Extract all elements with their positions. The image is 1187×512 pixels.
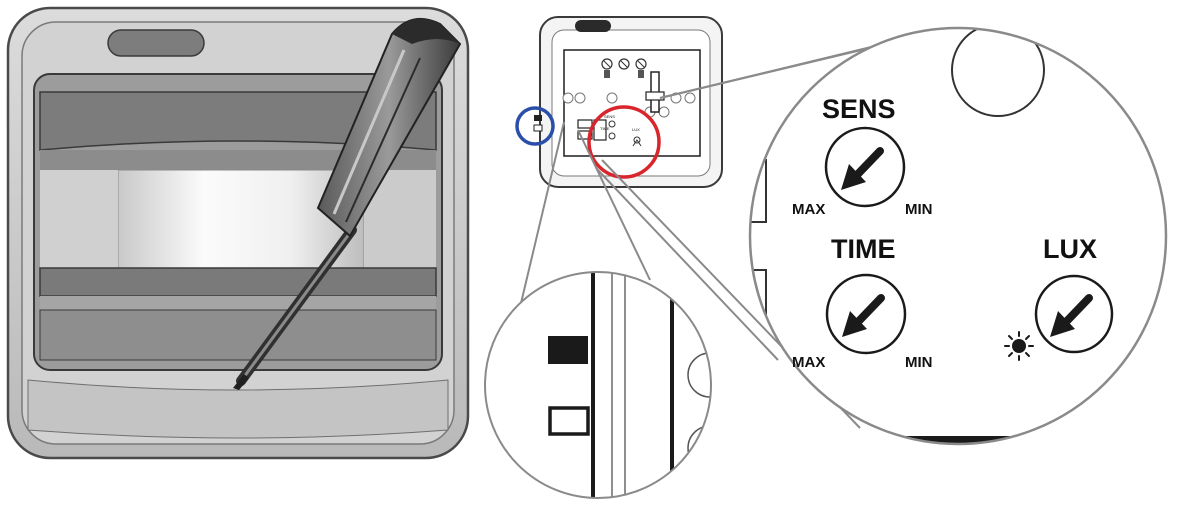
knob-zoom-view: SENS TIME LUX MAX MIN MAX MIN bbox=[748, 26, 1168, 446]
time-min-label: MIN bbox=[905, 354, 933, 371]
switch-highlight-marker bbox=[515, 106, 555, 146]
screwdriver-icon bbox=[233, 17, 462, 390]
lux-knob bbox=[1034, 274, 1114, 354]
housing-top-slot bbox=[107, 29, 205, 57]
sens-label: SENS bbox=[822, 94, 896, 124]
lux-label: LUX bbox=[1043, 234, 1097, 264]
board-label-lux: LUX bbox=[632, 127, 640, 132]
board-label-sens: SENS bbox=[604, 114, 615, 119]
switch-zoom-view bbox=[484, 271, 712, 499]
sensor-housing bbox=[6, 6, 470, 460]
circuit-board: SENS TIME LUX bbox=[533, 16, 723, 188]
sens-min-label: MIN bbox=[905, 201, 933, 218]
knob-highlight-marker bbox=[587, 105, 661, 179]
sun-icon bbox=[1004, 331, 1034, 361]
time-knob bbox=[825, 273, 907, 355]
sens-knob bbox=[824, 126, 906, 208]
switch-position-on bbox=[548, 336, 588, 364]
time-max-label: MAX bbox=[792, 354, 825, 371]
time-label: TIME bbox=[831, 234, 896, 264]
board-label-time: TIME bbox=[600, 126, 610, 131]
sens-max-label: MAX bbox=[792, 201, 825, 218]
switch-position-off bbox=[548, 406, 590, 436]
lens-cylinder bbox=[117, 169, 365, 271]
